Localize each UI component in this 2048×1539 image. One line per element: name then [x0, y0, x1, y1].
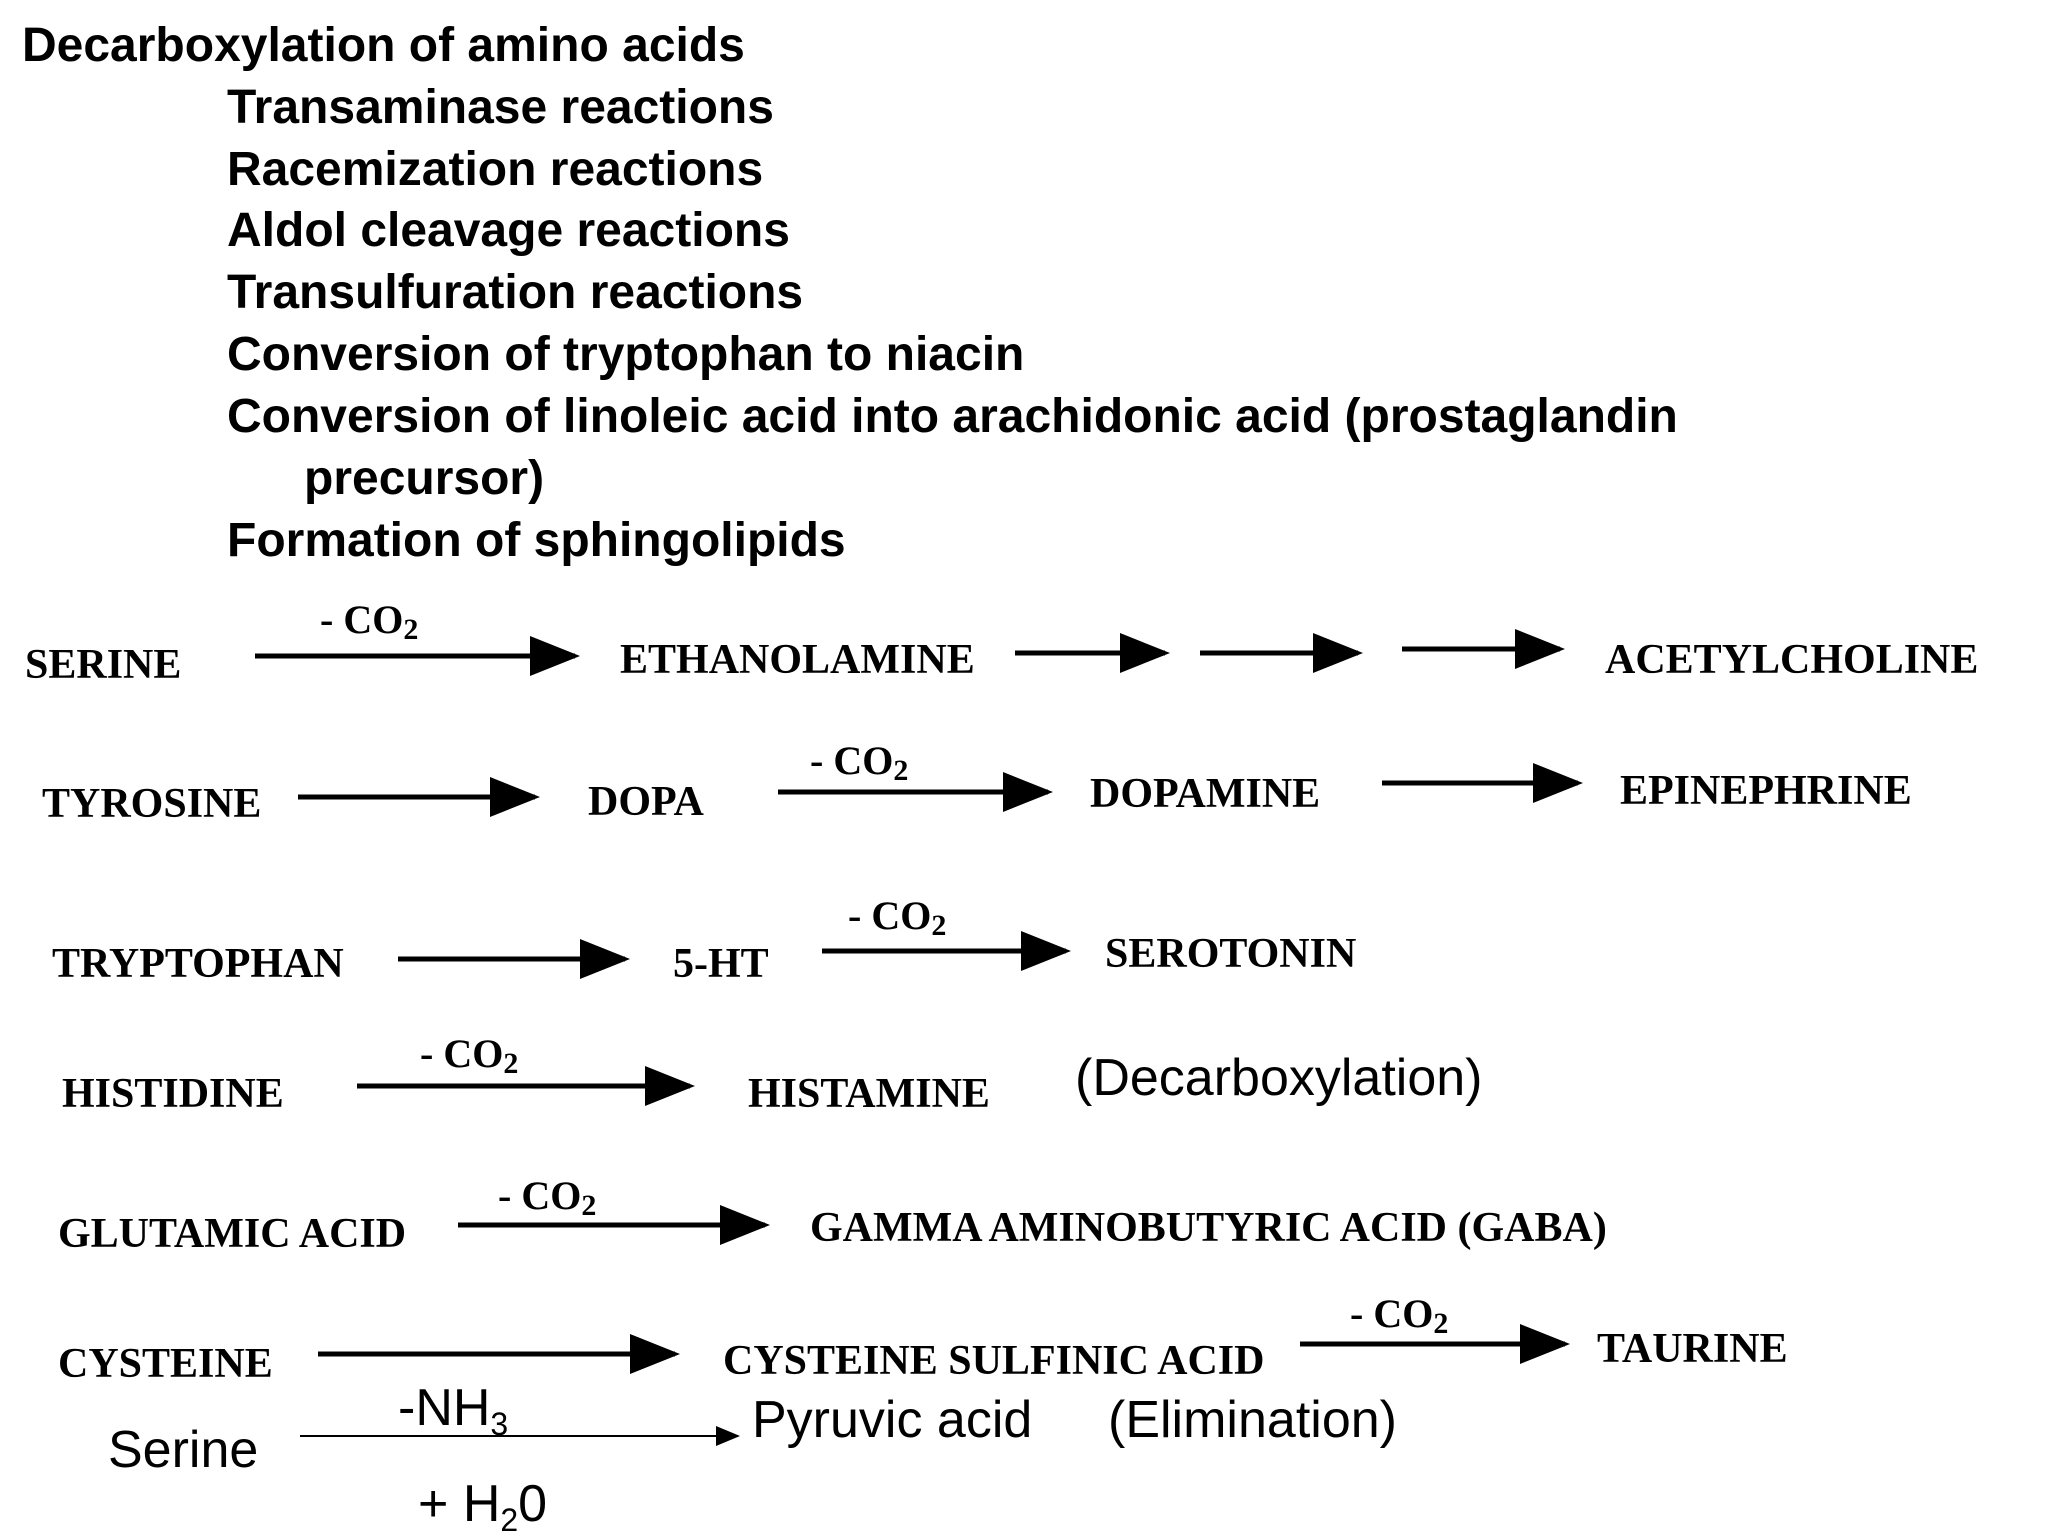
- list-item: Transulfuration reactions: [227, 266, 804, 319]
- water-label: + H20: [418, 1475, 548, 1538]
- compound-gaba: GAMMA AMINOBUTYRIC ACID (GABA): [810, 1205, 1607, 1251]
- compound-serine-elimination: Serine: [108, 1421, 259, 1479]
- compound-histamine: HISTAMINE: [748, 1071, 990, 1117]
- list-item: Racemization reactions: [227, 143, 764, 196]
- list-item: Conversion of tryptophan to niacin: [227, 328, 1025, 381]
- list-item: Aldol cleavage reactions: [227, 204, 790, 257]
- list-item: Transaminase reactions: [227, 81, 774, 134]
- list-item: Formation of sphingolipids: [227, 514, 846, 567]
- list-item: Conversion of linoleic acid into arachid…: [227, 390, 1678, 443]
- compound-histidine: HISTIDINE: [62, 1071, 284, 1117]
- compound-epinephrine: EPINEPHRINE: [1620, 768, 1912, 814]
- co2-label: - CO2: [810, 738, 909, 787]
- compound-ethanolamine: ETHANOLAMINE: [620, 637, 975, 683]
- compound-dopa: DOPA: [588, 779, 704, 825]
- compound-cysteine: CYSTEINE: [58, 1341, 273, 1387]
- compound-tyrosine: TYROSINE: [42, 781, 262, 827]
- co2-label: - CO2: [848, 893, 947, 942]
- compound-glutamic-acid: GLUTAMIC ACID: [58, 1211, 407, 1257]
- compound-tryptophan: TRYPTOPHAN: [52, 941, 344, 987]
- co2-label: - CO2: [498, 1173, 597, 1222]
- compound-acetylcholine: ACETYLCHOLINE: [1605, 637, 1979, 683]
- co2-label: - CO2: [320, 597, 419, 646]
- compound-dopamine: DOPAMINE: [1090, 771, 1321, 817]
- list-item: precursor): [304, 452, 545, 505]
- compound-serotonin: SEROTONIN: [1105, 931, 1357, 977]
- compound-cysteine-sulfinic-acid: CYSTEINE SULFINIC ACID: [723, 1338, 1265, 1384]
- reaction-type-label: (Decarboxylation): [1075, 1049, 1483, 1107]
- compound-serine: SERINE: [25, 642, 182, 688]
- page-title: Decarboxylation of amino acids: [22, 19, 745, 72]
- co2-label: - CO2: [420, 1031, 519, 1080]
- compound-5ht: 5-HT: [673, 941, 769, 987]
- compound-taurine: TAURINE: [1597, 1326, 1788, 1372]
- compound-pyruvic-acid: Pyruvic acid: [752, 1391, 1033, 1449]
- nh3-label: -NH3: [398, 1379, 509, 1442]
- reaction-type-label: (Elimination): [1108, 1391, 1397, 1449]
- co2-label: - CO2: [1350, 1291, 1449, 1340]
